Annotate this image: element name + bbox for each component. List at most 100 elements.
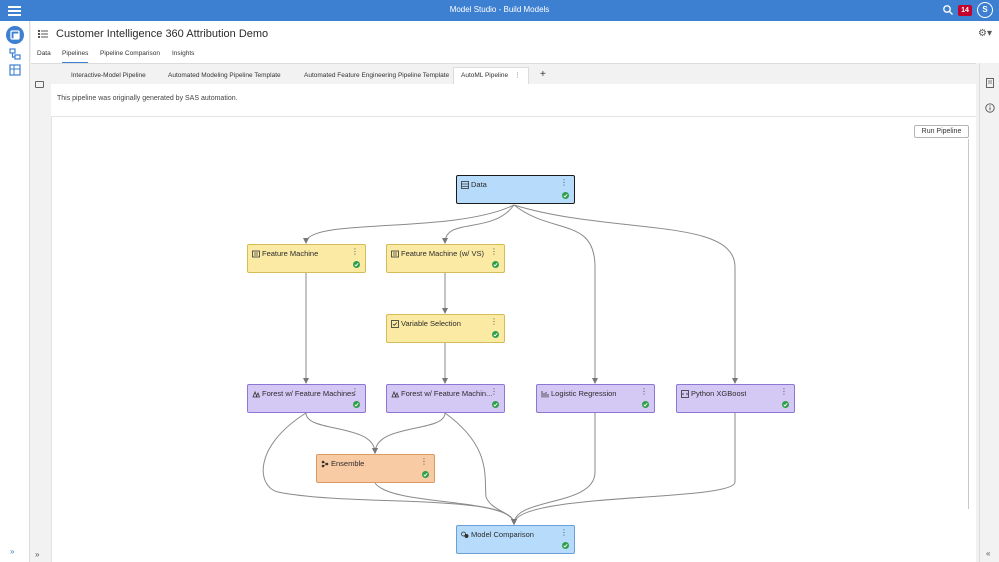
node-menu-icon[interactable]: ⋮ <box>560 528 568 537</box>
node-label: Data <box>471 180 487 189</box>
success-check-icon <box>642 401 649 408</box>
pipeline-canvas[interactable]: Run Pipeline <box>51 116 976 562</box>
user-avatar[interactable]: S <box>977 2 993 18</box>
pipeline-tab-label: AutoML Pipeline <box>461 72 509 79</box>
edge-data-xgb <box>513 204 738 384</box>
app-title: Model Studio - Build Models <box>449 5 550 14</box>
run-pipeline-button[interactable]: Run Pipeline <box>914 125 969 138</box>
add-pipeline-icon[interactable]: + <box>540 69 546 80</box>
node-label: Feature Machine <box>262 249 319 258</box>
node-forest-feature-machines-vs[interactable]: Forest w/ Feature Machin... ⋮ <box>386 384 505 413</box>
node-menu-icon[interactable]: ⋮ <box>351 247 359 256</box>
node-label: Ensemble <box>331 459 365 468</box>
edge-group <box>262 204 738 525</box>
canvas-scrollbar[interactable] <box>968 139 969 509</box>
pipeline-note: This pipeline was originally generated b… <box>57 95 238 102</box>
pipeline-tab-interactive[interactable]: Interactive-Model Pipeline <box>71 72 146 79</box>
node-label: Model Comparison <box>471 530 534 539</box>
expand-nav-icon[interactable]: » <box>10 547 15 556</box>
right-side-bar: « <box>979 63 999 562</box>
node-logistic-regression[interactable]: Logistic Regression ⋮ <box>536 384 655 413</box>
search-icon[interactable] <box>942 4 954 16</box>
node-label: Python XGBoost <box>691 389 747 398</box>
node-data[interactable]: Data ⋮ <box>456 175 575 204</box>
toggle-panel-icon[interactable] <box>35 81 44 88</box>
pipeline-tab-automated-modeling[interactable]: Automated Modeling Pipeline Template <box>168 72 281 79</box>
node-ensemble[interactable]: Ensemble ⋮ <box>316 454 435 483</box>
success-check-icon <box>353 261 360 268</box>
node-menu-icon[interactable]: ⋮ <box>490 387 498 396</box>
success-check-icon <box>353 401 360 408</box>
node-feature-machine-vs[interactable]: Feature Machine (w/ VS) ⋮ <box>386 244 505 273</box>
success-check-icon <box>782 401 789 408</box>
pipeline-edges <box>262 204 738 525</box>
node-forest-feature-machines[interactable]: Forest w/ Feature Machines ⋮ <box>247 384 366 413</box>
regression-icon <box>541 391 549 398</box>
build-models-icon[interactable] <box>6 26 24 44</box>
tab-pipelines[interactable]: Pipelines <box>62 48 89 63</box>
selection-icon <box>391 320 399 328</box>
table-icon <box>461 181 469 189</box>
feature-icon <box>252 250 260 258</box>
code-icon <box>681 390 689 398</box>
node-menu-icon[interactable]: ⋮ <box>640 387 648 396</box>
node-menu-icon[interactable]: ⋮ <box>490 247 498 256</box>
gear-icon[interactable]: ⚙▾ <box>978 28 992 39</box>
node-properties-icon[interactable] <box>985 78 995 88</box>
edge-logreg-mc <box>511 413 596 525</box>
node-label: Variable Selection <box>401 319 461 328</box>
compare-icon <box>461 531 469 538</box>
tab-insights[interactable]: Insights <box>172 50 195 57</box>
node-menu-icon[interactable]: ⋮ <box>780 387 788 396</box>
success-check-icon <box>492 331 499 338</box>
edge-ens-mc <box>374 482 517 525</box>
edge-data-fmvs <box>442 204 515 244</box>
edge-forest2-mc <box>444 412 517 525</box>
pipeline-content: This pipeline was originally generated b… <box>51 84 976 562</box>
node-menu-icon[interactable]: ⋮ <box>560 178 568 187</box>
collapse-right-icon[interactable]: « <box>986 549 991 558</box>
pipeline-tab-strip: Interactive-Model Pipeline Automated Mod… <box>31 63 976 88</box>
pipeline-nav-icon[interactable] <box>7 46 23 62</box>
node-menu-icon[interactable]: ⋮ <box>420 457 428 466</box>
success-check-icon <box>562 192 569 199</box>
project-header: Customer Intelligence 360 Attribution De… <box>31 21 999 63</box>
node-label: Logistic Regression <box>551 389 617 398</box>
forest-icon <box>391 390 399 398</box>
node-label: Forest w/ Feature Machines <box>262 389 355 398</box>
success-check-icon <box>492 401 499 408</box>
edge-xgb-mc <box>511 413 736 525</box>
edge-forest2-ens <box>372 412 446 454</box>
ensemble-icon <box>321 460 329 468</box>
edge-data-logreg <box>513 204 598 384</box>
page-title: Customer Intelligence 360 Attribution De… <box>56 28 269 40</box>
app-bar: Model Studio - Build Models 14 S <box>0 0 999 21</box>
node-menu-icon[interactable]: ⋮ <box>351 387 359 396</box>
project-list-icon[interactable] <box>38 30 48 38</box>
success-check-icon <box>492 261 499 268</box>
feature-icon <box>391 250 399 258</box>
node-python-xgboost[interactable]: Python XGBoost ⋮ <box>676 384 795 413</box>
collapse-left-icon[interactable]: » <box>35 550 40 559</box>
node-model-comparison[interactable]: Model Comparison ⋮ <box>456 525 575 554</box>
tab-data[interactable]: Data <box>37 50 51 57</box>
pipeline-tab-automl[interactable]: AutoML Pipeline ⋮ <box>453 67 529 85</box>
info-icon[interactable] <box>985 103 995 113</box>
forest-icon <box>252 390 260 398</box>
node-variable-selection[interactable]: Variable Selection ⋮ <box>386 314 505 343</box>
node-label: Forest w/ Feature Machin... <box>401 389 493 398</box>
notification-badge[interactable]: 14 <box>958 5 972 16</box>
success-check-icon <box>562 542 569 549</box>
hamburger-menu-icon[interactable] <box>8 4 21 17</box>
tab-options-icon[interactable]: ⋮ <box>514 72 521 79</box>
success-check-icon <box>422 471 429 478</box>
tab-pipeline-comparison[interactable]: Pipeline Comparison <box>100 50 160 57</box>
edge-forest1-ens <box>305 412 378 454</box>
edge-data-fm <box>303 204 515 244</box>
pipeline-tab-automated-feature-engineering[interactable]: Automated Feature Engineering Pipeline T… <box>304 72 450 79</box>
left-nav-rail: » <box>0 21 30 562</box>
data-nav-icon[interactable] <box>7 62 23 78</box>
node-menu-icon[interactable]: ⋮ <box>490 317 498 326</box>
node-label: Feature Machine (w/ VS) <box>401 249 484 258</box>
node-feature-machine[interactable]: Feature Machine ⋮ <box>247 244 366 273</box>
